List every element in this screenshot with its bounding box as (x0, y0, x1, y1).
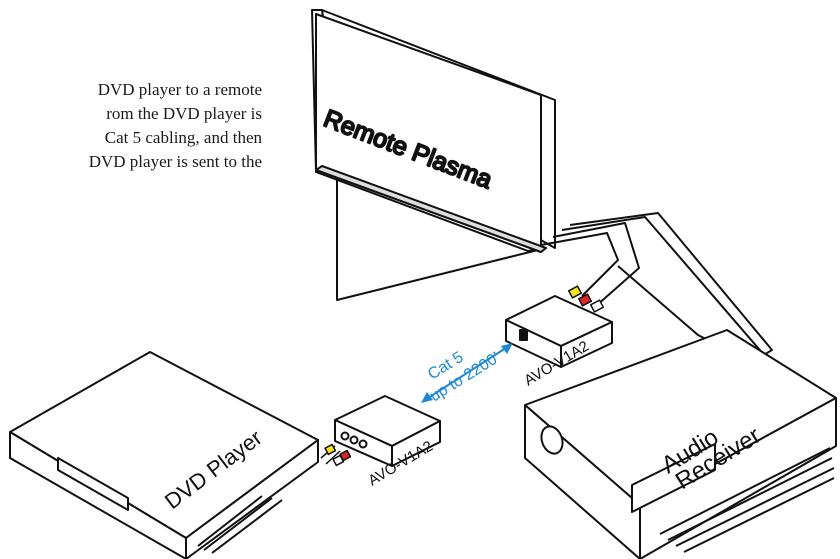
remote-plasma-display: Remote Plasma (311, 9, 556, 301)
rca-jack-icon (358, 439, 368, 449)
top-extender-plugs (567, 285, 605, 313)
receiver-display (631, 443, 716, 513)
dvd-top (9, 351, 319, 539)
video-plug (567, 285, 583, 299)
audio-plug-white (589, 299, 605, 313)
caption-line: Cat 5 cabling, and then (104, 128, 262, 147)
top-extender (505, 295, 613, 368)
plasma-bottom-edge (315, 165, 547, 253)
audio-plug-red (577, 293, 593, 307)
dvd-plugs (320, 443, 352, 467)
receiver-vents (659, 447, 835, 553)
rca-jack-icon (340, 431, 350, 441)
rca-jack-icon (349, 435, 359, 445)
caption-line: DVD player to a remote (97, 80, 262, 99)
disc-tray (57, 457, 129, 511)
audio-receiver (524, 329, 837, 559)
video-plug (324, 443, 337, 456)
bottom-extender (334, 395, 441, 467)
arrow-head-top (501, 343, 513, 354)
cat5-link: Cat 5 up to 2200' (421, 343, 513, 405)
rj45-port-icon (519, 329, 528, 341)
dvd-vents (197, 495, 283, 554)
link-arrow-line (424, 345, 510, 401)
dvd-player (9, 351, 319, 559)
arrow-head-bottom (421, 392, 433, 403)
caption-line: rom the DVD player is (106, 104, 262, 123)
bottom-extender-side (391, 420, 441, 467)
audio-plug-white (332, 454, 345, 467)
caption-text: DVD player to a remote rom the DVD playe… (0, 78, 262, 174)
caption-line: DVD player is sent to the (88, 152, 262, 171)
top-extender-side (560, 321, 613, 368)
volume-knob-icon (540, 425, 564, 455)
